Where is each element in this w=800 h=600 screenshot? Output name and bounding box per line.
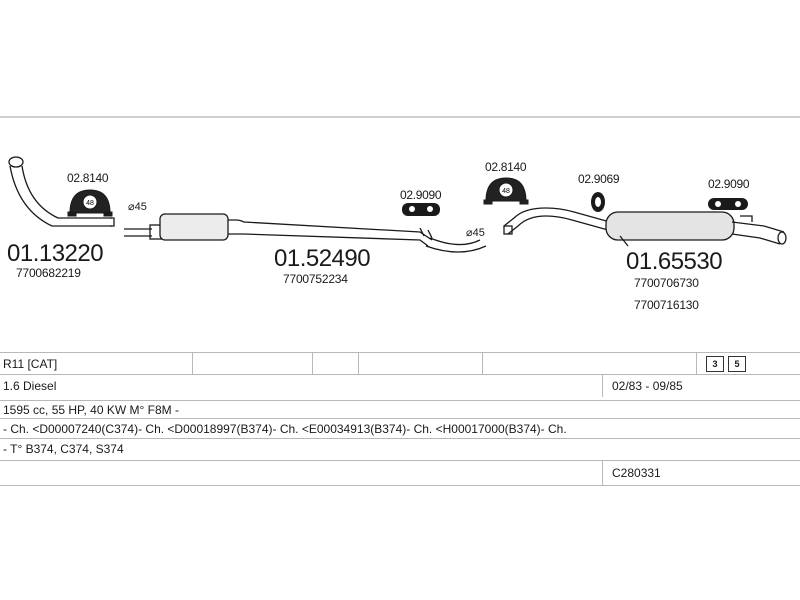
chassis-cell: - Ch. <D00007240(C374)- Ch. <D00018997(B…: [3, 422, 567, 436]
oem-number: 7700706730: [634, 276, 699, 290]
middle-silencer: [124, 213, 487, 253]
table-row: C280331: [0, 460, 800, 486]
door-count-badge: 5: [728, 356, 746, 372]
divider: [482, 353, 483, 375]
types-cell: - T° B374, C374, S374: [3, 442, 124, 456]
table-row: 1595 cc, 55 HP, 40 KW M° F8M -: [0, 400, 800, 419]
hanger-icon: [708, 198, 748, 210]
divider: [312, 353, 313, 375]
diameter-label: ⌀45: [128, 201, 147, 213]
clamp-number: 48: [86, 200, 94, 207]
date-range-cell: 02/83 - 09/85: [612, 379, 683, 393]
diameter-label: ⌀45: [466, 227, 485, 239]
table-row: 1.6 Diesel 02/83 - 09/85: [0, 374, 800, 397]
part-number: 01.13220: [7, 240, 104, 267]
accessory-ref: 02.8140: [485, 160, 527, 174]
engine-cell: 1.6 Diesel: [3, 379, 57, 393]
oem-number: 7700716130: [634, 298, 699, 312]
front-pipe-flange: [8, 156, 24, 168]
hanger-ring-icon: [591, 192, 605, 212]
oem-number: 7700682219: [16, 266, 81, 280]
divider: [696, 353, 697, 375]
accessory-ref: 02.9090: [708, 177, 750, 191]
accessory-ref: 02.9090: [400, 188, 442, 202]
oem-number: 7700752234: [283, 272, 348, 286]
hanger-icon: [402, 203, 440, 216]
clamp-icon: [483, 177, 529, 205]
table-row: - Ch. <D00007240(C374)- Ch. <D00018997(B…: [0, 418, 800, 439]
hanger-bracket: [740, 215, 753, 222]
divider: [192, 353, 193, 375]
clamp-icon: [67, 189, 113, 217]
divider: [602, 375, 603, 397]
part-number: 01.52490: [274, 245, 371, 272]
specs-cell: 1595 cc, 55 HP, 40 KW M° F8M -: [3, 403, 179, 417]
table-row: - T° B374, C374, S374: [0, 438, 800, 459]
table-row: R11 [CAT] 3 5: [0, 352, 800, 375]
divider: [602, 461, 603, 485]
clamp-number: 48: [502, 188, 510, 195]
hanger-hooks: [419, 227, 433, 239]
model-cell: R11 [CAT]: [3, 357, 58, 371]
accessory-ref: 02.9069: [578, 172, 620, 186]
door-count-badge: 3: [706, 356, 724, 372]
front-pipe: [8, 156, 115, 227]
rear-silencer: [503, 207, 787, 247]
part-number: 01.65530: [626, 248, 723, 275]
catalog-code-cell: C280331: [612, 466, 661, 480]
divider: [358, 353, 359, 375]
accessory-ref: 02.8140: [67, 171, 109, 185]
